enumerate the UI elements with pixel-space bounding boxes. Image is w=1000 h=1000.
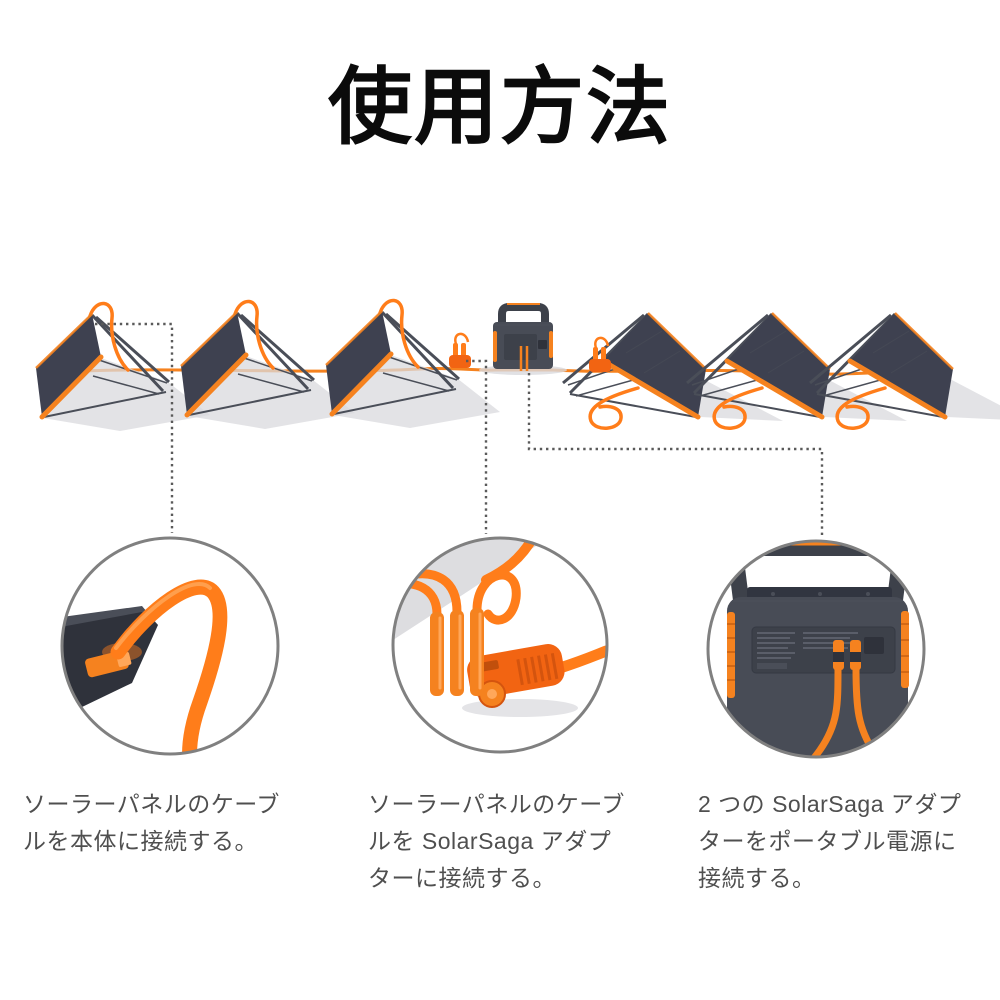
portable-power-station xyxy=(479,303,567,375)
step-caption-2: ソーラーパネルのケーブ ルを SolarSaga アダプ ターに接続する。 xyxy=(368,791,625,891)
detail-circle-power-station-connection xyxy=(706,539,926,759)
solarsaga-adapter-right xyxy=(589,336,611,372)
detail-circle-panel-connection xyxy=(60,536,280,756)
dotted-connector-1 xyxy=(95,322,174,533)
solar-panel-6 xyxy=(810,313,1000,428)
dotted-connector-2 xyxy=(466,359,488,534)
solar-panel-array-left xyxy=(36,300,500,431)
step-caption-1: ソーラーパネルのケーブ ルを本体に接続する。 xyxy=(23,791,280,854)
detail-circle-adapter-connection xyxy=(391,536,609,754)
usage-illustration xyxy=(0,280,1000,759)
solar-panel-array-right xyxy=(563,313,1000,428)
dotted-connector-3 xyxy=(527,373,824,536)
step-caption-3: 2 つの SolarSaga アダプ ターをポータブル電源に 接続する。 xyxy=(698,791,962,891)
solarsaga-adapter-left xyxy=(449,332,471,368)
solar-panel-3 xyxy=(326,300,500,428)
page-title: 使用方法 xyxy=(327,60,672,154)
